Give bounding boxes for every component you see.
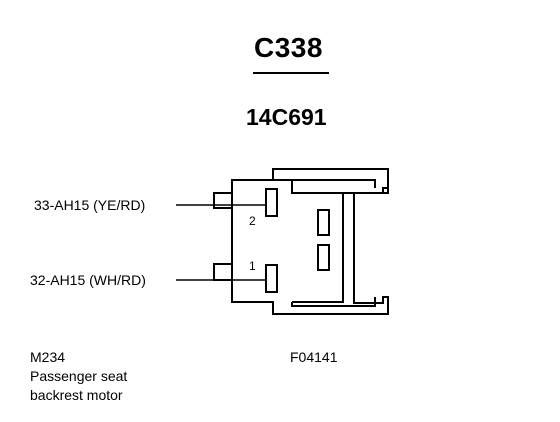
title-underline (253, 72, 329, 74)
component-desc-line2: backrest motor (30, 387, 123, 403)
component-desc-line1: Passenger seat (30, 368, 128, 384)
latch-bottom (291, 297, 376, 307)
figure-code: F04141 (290, 349, 338, 365)
component-code: M234 (30, 349, 66, 365)
connector-id: C338 (254, 32, 323, 63)
inner-frame (292, 192, 344, 303)
connector-body (231, 168, 389, 315)
cavity-lower (317, 244, 330, 271)
terminal-pin-1 (265, 264, 278, 293)
pin-number-1: 1 (249, 259, 256, 273)
left-tab-bottom (213, 263, 232, 281)
part-number: 14C691 (246, 104, 327, 130)
latch-top (273, 179, 376, 194)
right-notch-top (383, 187, 389, 194)
cavity-upper (317, 209, 330, 236)
pin-number-2: 2 (249, 214, 256, 228)
wire-label-pin-2: 33-AH15 (YE/RD) (34, 197, 146, 213)
left-tab-top (213, 192, 232, 209)
terminal-pin-2 (265, 188, 278, 217)
wire-label-pin-1: 32-AH15 (WH/RD) (30, 272, 146, 288)
